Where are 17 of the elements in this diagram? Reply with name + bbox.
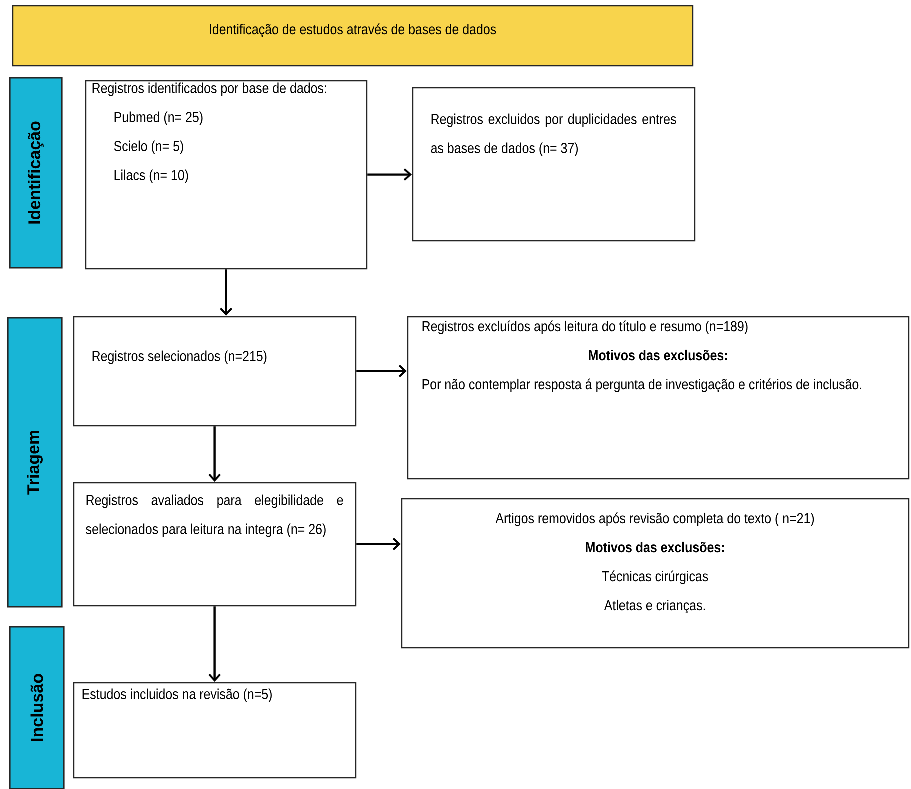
- process-box: Registros identificados por base de dados: Pubmed (n= 25) Scielo (n= 5) Lilacs (n= 10): [85, 80, 368, 270]
- process-box: Artigos removidos após revisão completa do texto ( n=21) Motivos das exclusões: Técnicas cirúrgicas Atletas e crianças.: [401, 498, 910, 649]
- arrow: [208, 606, 222, 682]
- stage-band: Inclusão: [9, 626, 65, 789]
- stage-band: Identificação: [9, 77, 63, 269]
- process-box: Estudos incluidos na revisão (n=5): [73, 682, 357, 779]
- arrow: [208, 426, 222, 482]
- process-box: Registros excluídos após leitura do título e resumo (n=189) Motivos das exclusões: Por não contemplar resposta á pergunta de investigação e critérios de inclusão.: [407, 316, 910, 480]
- arrow: [356, 365, 407, 378]
- process-box: Registros avaliados para elegibilidade e selecionados para leitura na integra (n= 26): [73, 482, 357, 607]
- title-banner: Identificação de estudos através de bases de dados: [12, 5, 694, 67]
- process-box: Registros excluidos por duplicidades entres as bases de dados (n= 37): [412, 87, 696, 242]
- process-box: Registros selecionados (n=215): [73, 316, 357, 427]
- arrow: [220, 270, 233, 316]
- arrow: [356, 538, 401, 551]
- arrow: [368, 168, 412, 182]
- stage-band: Triagem: [7, 317, 63, 608]
